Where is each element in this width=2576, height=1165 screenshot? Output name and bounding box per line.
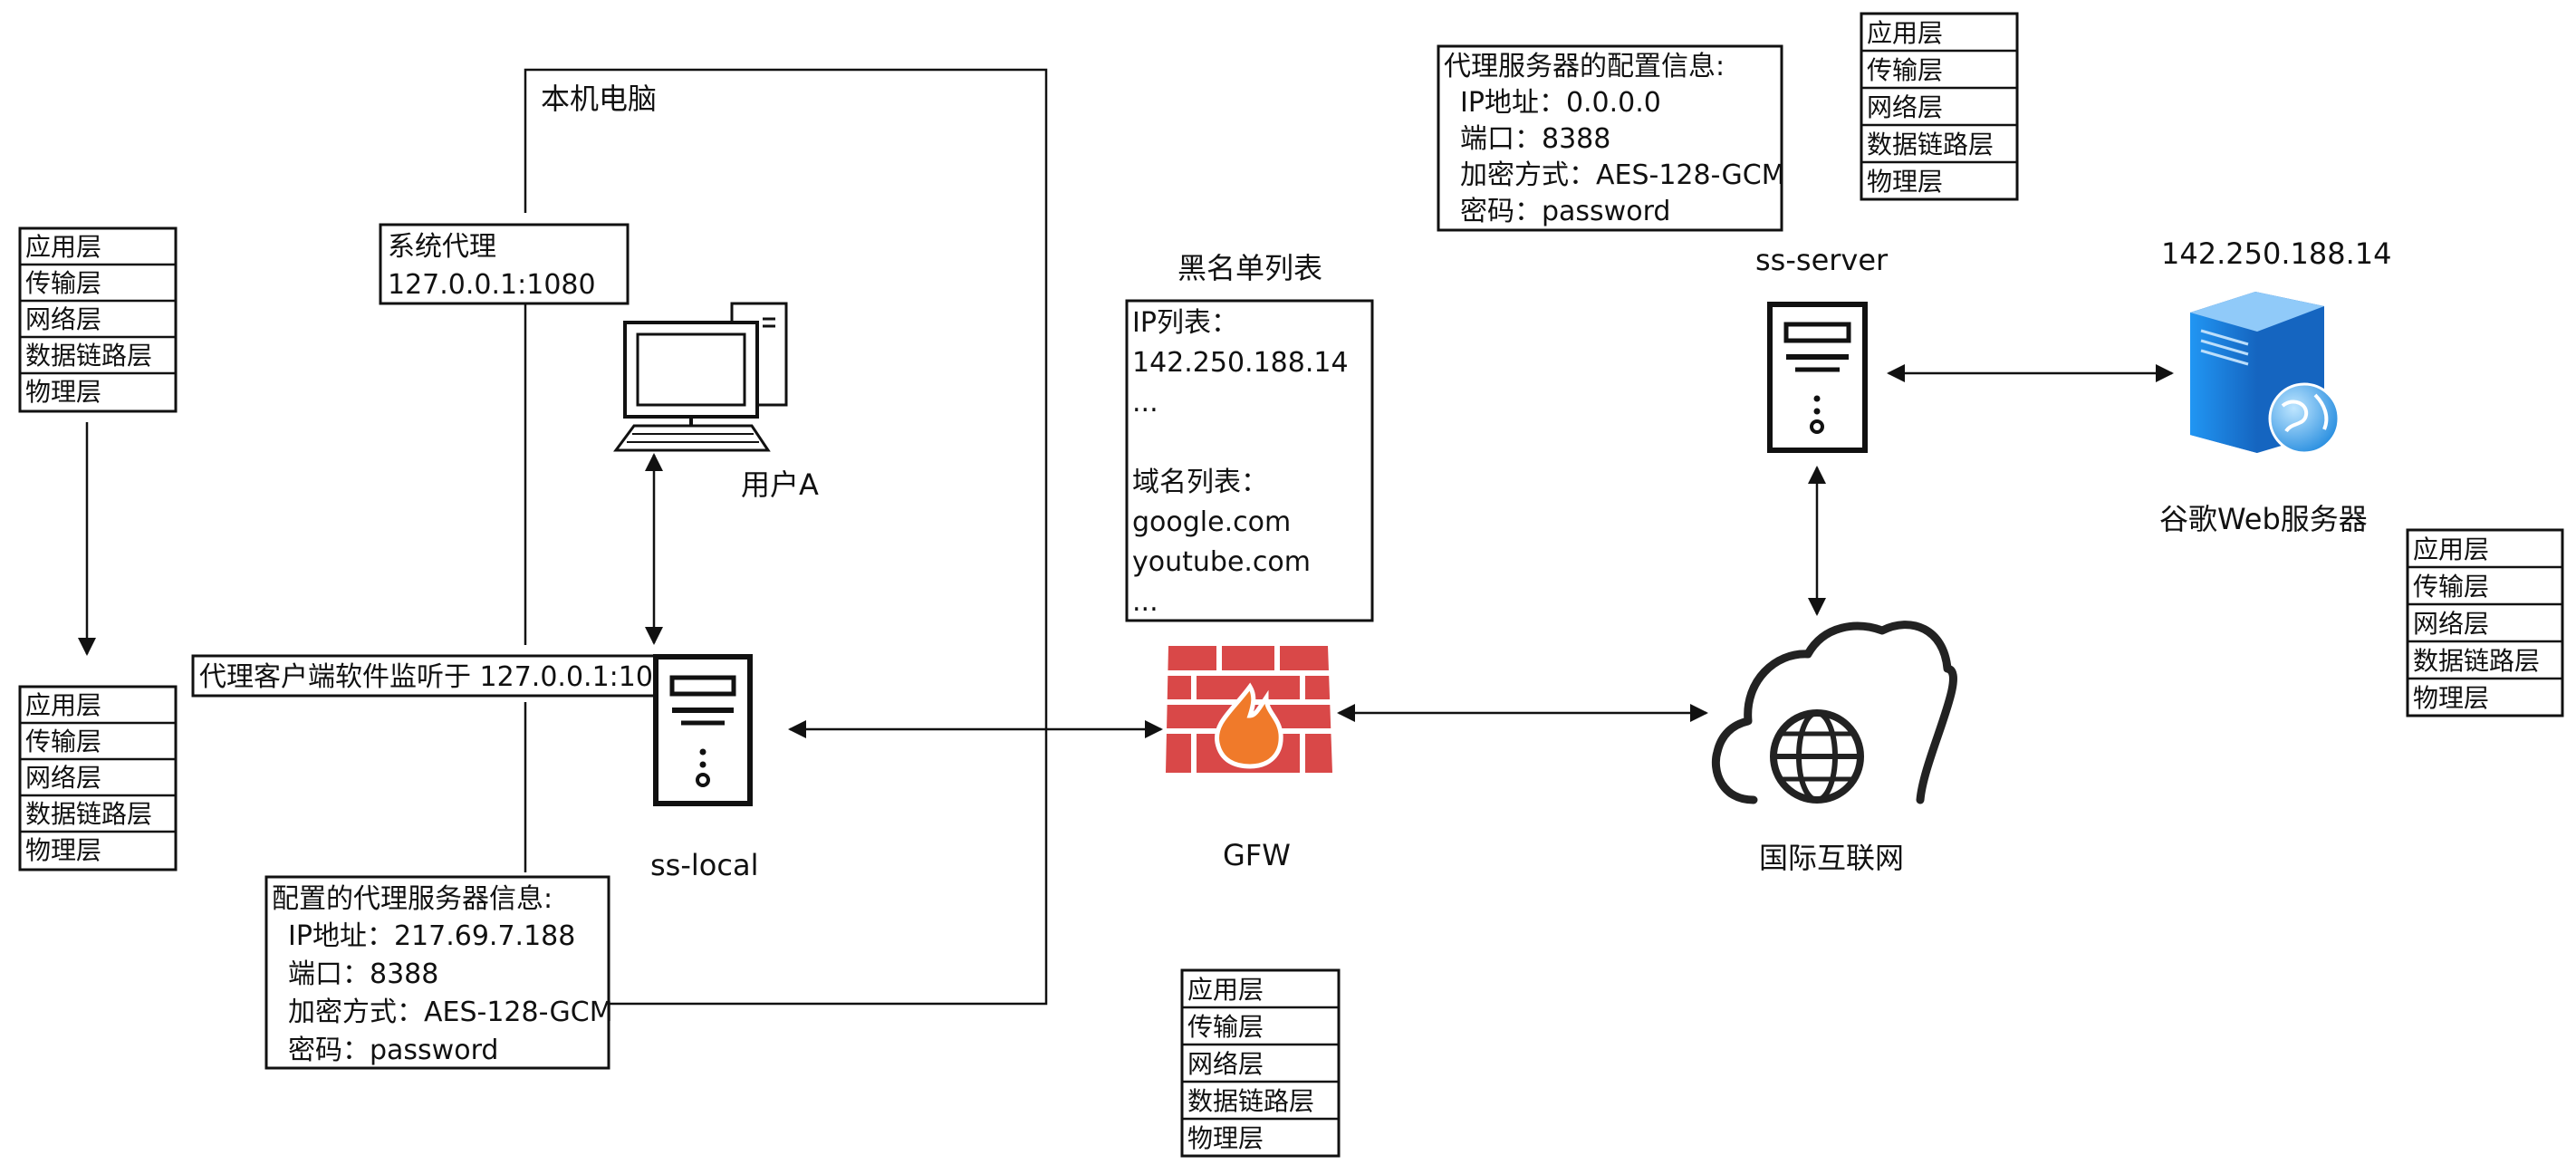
layer-label: 传输层 [1187, 1012, 1264, 1042]
layer-label: 物理层 [1187, 1123, 1264, 1153]
client-config-box: 配置的代理服务器信息: IP地址：217.69.7.188 端口：8388 加密… [264, 875, 613, 1070]
ss-server-label: ss-server [1755, 243, 1889, 277]
server-config-box: 代理服务器的配置信息: IP地址：0.0.0.0 端口：8388 加密方式：AE… [1437, 44, 1785, 232]
layer-stack-left-bottom: 应用层 传输层 网络层 数据链路层 物理层 [18, 685, 178, 871]
layer-label: 应用层 [25, 232, 101, 262]
server-config-password: 密码：password [1460, 196, 1670, 227]
layer-label: 网络层 [1187, 1049, 1264, 1079]
server-icon [653, 654, 753, 806]
layer-label: 物理层 [2413, 683, 2489, 713]
layer-stack-server: 应用层 传输层 网络层 数据链路层 物理层 [1860, 12, 2019, 201]
blacklist-line: google.com [1132, 506, 1291, 538]
ss-local-label: ss-local [650, 848, 758, 882]
cloud-globe-icon [1711, 621, 1957, 804]
layer-label: 网络层 [25, 304, 101, 334]
layer-label: 网络层 [2413, 609, 2489, 639]
layer-label: 数据链路层 [1187, 1086, 1314, 1116]
server-config-ip: IP地址：0.0.0.0 [1460, 87, 1661, 119]
firewall-icon [1166, 646, 1332, 773]
layer-label: 应用层 [1867, 18, 1943, 48]
layer-label: 应用层 [1187, 975, 1264, 1005]
system-proxy-address: 127.0.0.1:1080 [388, 269, 596, 301]
user-a-label: 用户A [741, 467, 819, 502]
blacklist-box: IP列表： 142.250.188.14 ... 域名列表： google.co… [1125, 299, 1374, 622]
layer-label: 物理层 [25, 377, 101, 407]
local-computer-frame: 本机电脑 [524, 68, 1048, 1006]
web-server-icon [2190, 292, 2341, 455]
layer-label: 物理层 [25, 835, 101, 865]
blacklist-title: 黑名单列表 [1177, 251, 1322, 285]
server-config-title: 代理服务器的配置信息: [1444, 51, 1725, 82]
blacklist-line: ... [1132, 586, 1158, 618]
gfw-label: GFW [1223, 838, 1291, 872]
system-proxy-box: 系统代理 127.0.0.1:1080 [379, 223, 630, 305]
layer-label: 传输层 [1867, 55, 1943, 85]
layer-stack-gfw: 应用层 传输层 网络层 数据链路层 物理层 [1180, 968, 1341, 1158]
layer-label: 传输层 [2413, 572, 2489, 602]
layer-label: 数据链路层 [25, 799, 152, 829]
layer-label: 数据链路层 [25, 341, 152, 371]
desktop-computer-icon [613, 302, 788, 452]
layer-label: 应用层 [2413, 534, 2489, 564]
layer-label: 物理层 [1867, 167, 1943, 197]
server-config-port: 端口：8388 [1460, 123, 1610, 155]
google-server-label: 谷歌Web服务器 [2159, 502, 2368, 536]
blacklist-line: 142.250.188.14 [1132, 347, 1349, 379]
client-listen-text: 代理客户端软件监听于 127.0.0.1:1080 [199, 661, 687, 693]
google-ip-label: 142.250.188.14 [2161, 236, 2391, 271]
layer-label: 传输层 [25, 268, 101, 298]
blacklist-line: ... [1132, 387, 1158, 419]
layer-stack-left-top: 应用层 传输层 网络层 数据链路层 物理层 [18, 226, 178, 413]
client-listen-box: 代理客户端软件监听于 127.0.0.1:1080 [191, 654, 687, 698]
layer-label: 数据链路层 [2413, 646, 2540, 676]
layer-label: 传输层 [25, 727, 101, 756]
layer-label: 应用层 [25, 690, 101, 720]
client-config-encryption: 加密方式：AES-128-GCM [288, 997, 613, 1028]
local-computer-title: 本机电脑 [541, 82, 657, 116]
internet-label: 国际互联网 [1759, 841, 1904, 875]
blacklist-line: IP列表： [1132, 307, 1238, 339]
layer-label: 网络层 [25, 763, 101, 793]
client-config-ip: IP地址：217.69.7.188 [288, 920, 575, 952]
server-icon [1767, 302, 1868, 453]
layer-label: 数据链路层 [1867, 130, 1994, 159]
client-config-password: 密码：password [288, 1035, 498, 1066]
client-config-port: 端口：8388 [288, 958, 438, 990]
server-config-encryption: 加密方式：AES-128-GCM [1460, 159, 1785, 191]
layer-label: 网络层 [1867, 92, 1943, 122]
system-proxy-title: 系统代理 [388, 231, 496, 263]
blacklist-line: youtube.com [1132, 546, 1311, 578]
client-config-title: 配置的代理服务器信息: [272, 883, 553, 915]
blacklist-line: 域名列表： [1132, 467, 1268, 498]
layer-stack-google: 应用层 传输层 网络层 数据链路层 物理层 [2406, 528, 2564, 717]
